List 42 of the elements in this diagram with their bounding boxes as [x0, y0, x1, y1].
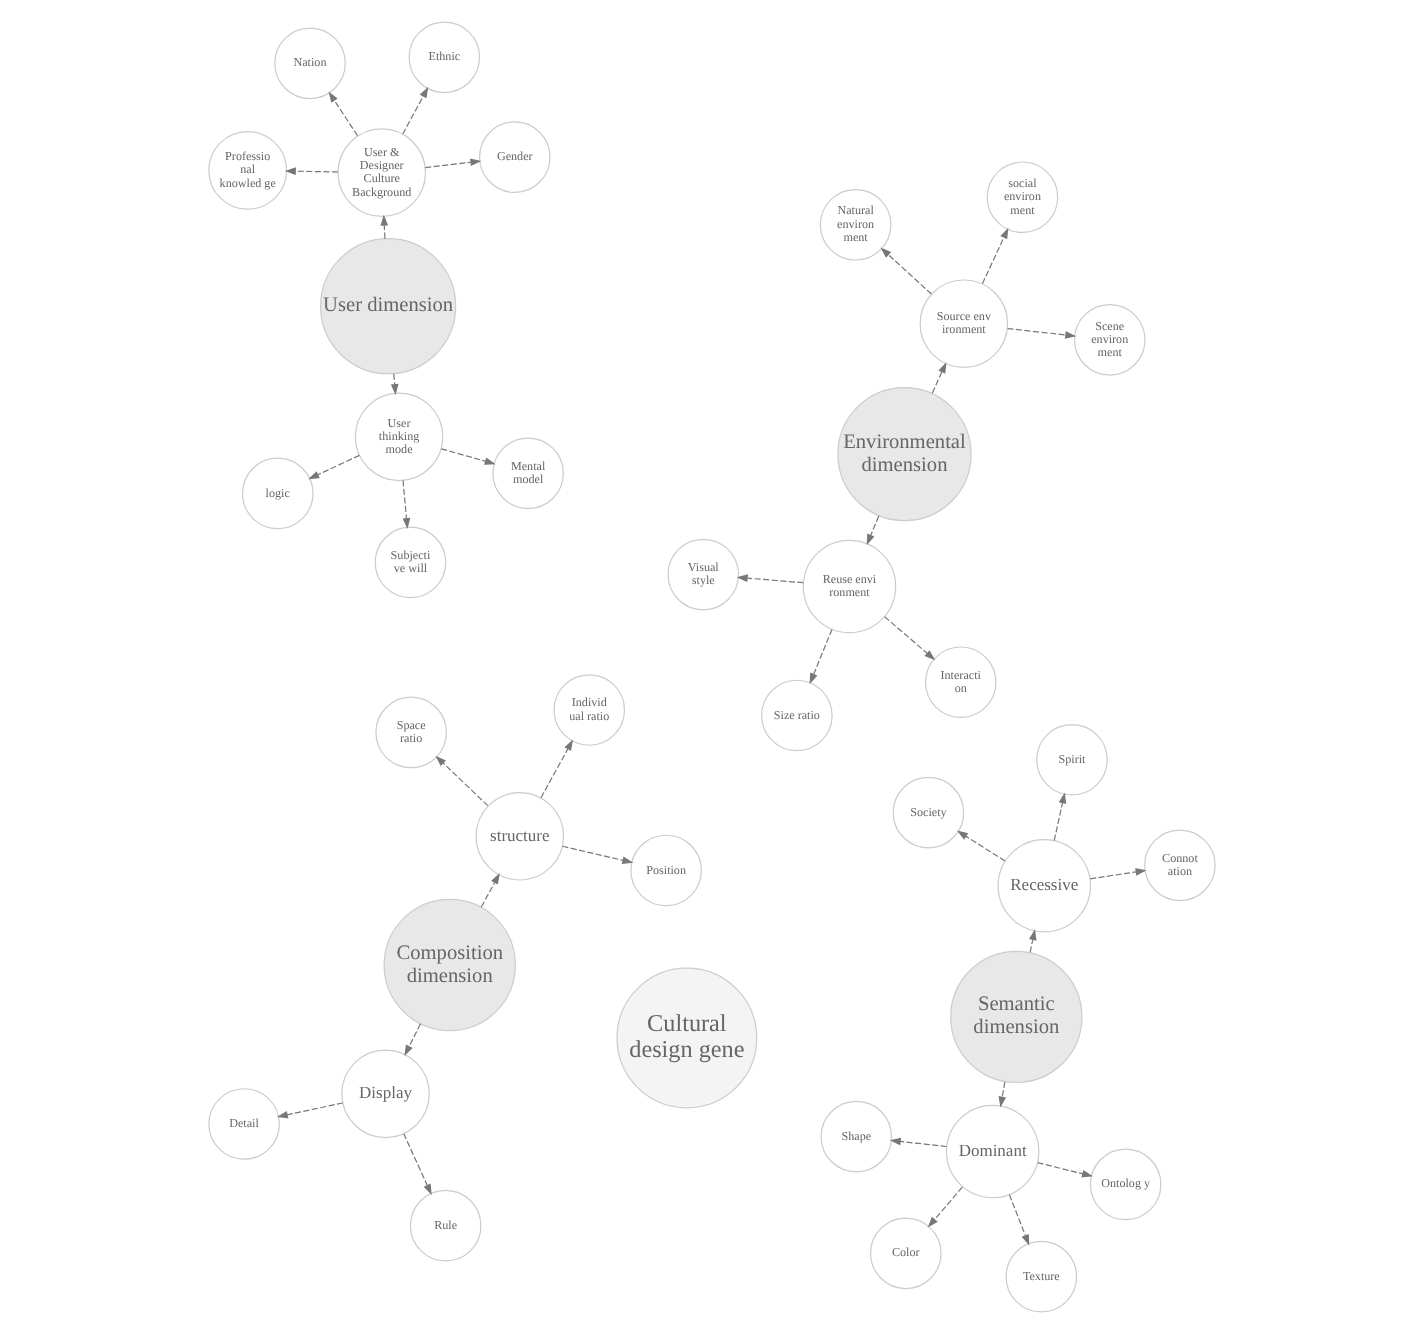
arrow [809, 628, 833, 685]
arrow [889, 1137, 948, 1148]
arrow [866, 515, 880, 546]
arrow [1007, 327, 1077, 339]
arrow [931, 362, 947, 394]
arrow [736, 574, 804, 584]
arrow [480, 873, 500, 908]
arrow [440, 448, 496, 465]
arrow [1037, 1162, 1093, 1178]
arrow [1029, 929, 1037, 954]
arrow [435, 755, 489, 807]
arrow [276, 1102, 344, 1119]
arrow [927, 1186, 963, 1228]
arrow [1008, 1194, 1030, 1246]
node-circle: Semantic dimension [950, 950, 1083, 1084]
node-circle: Cultural design gene [616, 967, 758, 1109]
arrow [404, 1023, 422, 1056]
arrow [998, 1081, 1007, 1108]
arrow [402, 86, 429, 135]
arrow [1053, 792, 1067, 842]
node-circle: Composition dimension [383, 898, 516, 1032]
arrow [402, 479, 411, 530]
arrow [561, 845, 634, 864]
node-circle: User dimension [319, 238, 457, 375]
arrow [380, 214, 389, 240]
arrow [424, 158, 482, 169]
arrow [880, 247, 932, 295]
arrow [981, 227, 1009, 285]
arrow [884, 616, 936, 661]
arrow [1089, 868, 1147, 880]
node-circle: Display [341, 1049, 430, 1139]
node-circle: structure [475, 791, 565, 881]
arrow [284, 167, 339, 176]
arrow [540, 739, 573, 799]
arrow [956, 830, 1006, 862]
node-circle: Environmental dimension [837, 386, 972, 522]
arrow [403, 1133, 432, 1196]
arrow [328, 91, 359, 137]
arrow [390, 373, 399, 396]
node-circle: Dominant [945, 1104, 1040, 1199]
arrow [308, 454, 360, 480]
node-circle: Recessive [997, 838, 1092, 933]
